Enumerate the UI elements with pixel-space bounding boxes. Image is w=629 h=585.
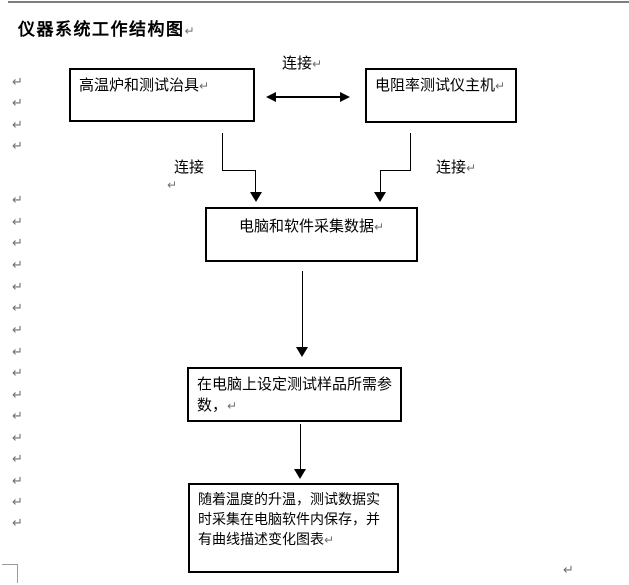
arrow-computer-to-params-head-icon — [296, 347, 308, 357]
paragraph-mark-icon: ↵ — [12, 301, 23, 316]
paragraph-mark-icon: ↵ — [495, 79, 506, 93]
connector-left-drop[interactable] — [255, 170, 256, 193]
paragraph-mark-icon: ↵ — [12, 409, 23, 424]
document-title: 仪器系统工作结构图↵ — [18, 15, 195, 40]
paragraph-mark-icon: ↵ — [12, 474, 23, 489]
paragraph-mark-icon: ↵ — [184, 24, 195, 38]
paragraph-mark-icon: ↵ — [12, 388, 23, 403]
page-top-boundary — [8, 1, 629, 3]
double-arrow-right-head-icon — [340, 92, 350, 102]
paragraph-mark-icon: ↵ — [466, 161, 477, 175]
flowchart-box-host[interactable]: 电阻率测试仪主机↵ — [365, 68, 517, 123]
flowchart-box-params[interactable]: 在电脑上设定测试样品所需参数，↵ — [187, 367, 402, 422]
paragraph-mark-icon: ↵ — [12, 280, 23, 295]
flowchart-box-params-label: 在电脑上设定测试样品所需参数， — [197, 377, 393, 414]
paragraph-mark-icon: ↵ — [312, 57, 323, 71]
double-arrow-left-head-icon — [266, 92, 276, 102]
margin-corner-mark — [17, 564, 18, 583]
margin-corner-mark — [2, 564, 18, 565]
connector-right-drop[interactable] — [380, 170, 381, 193]
double-arrow-shaft[interactable] — [276, 96, 340, 98]
document-title-text: 仪器系统工作结构图 — [18, 20, 185, 39]
connector-label-left-text: 连接 — [174, 160, 205, 176]
connector-left-arrowhead-icon — [250, 192, 262, 202]
flowchart-box-computer-label: 电脑和软件采集数据 — [238, 219, 374, 235]
flowchart-box-furnace-label: 高温炉和测试治具 — [79, 78, 200, 94]
paragraph-mark-icon: ↵ — [324, 533, 335, 547]
arrow-computer-to-params-line[interactable] — [302, 271, 303, 348]
paragraph-mark-icon: ↵ — [12, 323, 23, 338]
paragraph-mark-icon: ↵ — [12, 118, 23, 133]
connector-label-top-text: 连接 — [282, 56, 313, 72]
paragraph-mark-icon: ↵ — [12, 75, 23, 90]
paragraph-mark-icon: ↵ — [12, 366, 23, 381]
paragraph-mark-icon: ↵ — [227, 399, 238, 413]
flowchart-box-host-label: 电阻率测试仪主机 — [375, 78, 496, 94]
paragraph-mark-icon: ↵ — [12, 516, 23, 531]
flowchart-box-record[interactable]: 随着温度的升温，测试数据实时采集在电脑软件内保存，并有曲线描述变化图表↵ — [188, 483, 399, 573]
flowchart-box-record-label: 随着温度的升温，测试数据实时采集在电脑软件内保存，并有曲线描述变化图表 — [198, 493, 380, 548]
flowchart-box-computer[interactable]: 电脑和软件采集数据↵ — [205, 207, 418, 262]
connector-right-arrowhead-icon — [374, 192, 386, 202]
paragraph-mark-icon: ↵ — [373, 220, 385, 234]
connector-left-horizontal[interactable] — [222, 170, 256, 171]
connector-label-right-text: 连接 — [436, 160, 467, 176]
connector-label-right[interactable]: 连接↵ — [436, 156, 476, 177]
paragraph-mark-icon: ↵ — [12, 452, 23, 467]
connector-label-left[interactable]: 连接 — [174, 156, 204, 177]
paragraph-mark-icon: ↵ — [12, 495, 23, 510]
paragraph-mark-icon: ↵ — [12, 236, 23, 251]
connector-right-stem[interactable] — [410, 133, 411, 171]
connector-label-top[interactable]: 连接↵ — [282, 52, 322, 73]
paragraph-mark-icon: ↵ — [199, 79, 210, 93]
paragraph-mark-icon: ↵ — [12, 345, 23, 360]
paragraph-mark-icon: ↵ — [167, 178, 178, 192]
arrow-params-to-record-head-icon — [294, 469, 306, 479]
connector-right-horizontal[interactable] — [380, 170, 411, 171]
arrow-params-to-record-line[interactable] — [300, 424, 301, 470]
paragraph-mark-icon: ↵ — [12, 96, 23, 111]
paragraph-mark-icon: ↵ — [563, 563, 574, 578]
paragraph-mark-icon: ↵ — [12, 139, 23, 154]
paragraph-mark-icon: ↵ — [12, 215, 23, 230]
paragraph-mark-icon: ↵ — [12, 193, 23, 208]
flowchart-box-furnace[interactable]: 高温炉和测试治具↵ — [69, 68, 255, 122]
connector-left-stem[interactable] — [222, 133, 223, 171]
paragraph-mark-icon: ↵ — [12, 258, 23, 273]
paragraph-mark-icon: ↵ — [12, 431, 23, 446]
